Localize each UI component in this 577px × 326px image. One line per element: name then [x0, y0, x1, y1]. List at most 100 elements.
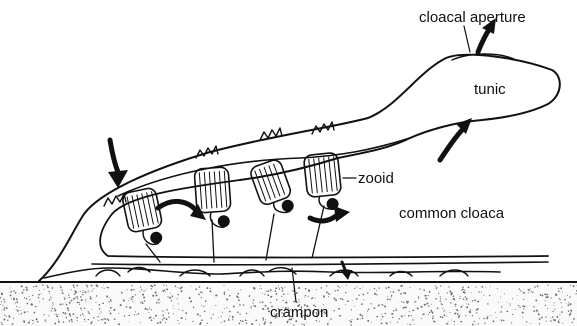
stipple-dot: [569, 303, 571, 305]
stipple-dot: [62, 312, 64, 314]
stipple-dot: [113, 309, 115, 311]
stipple-dot: [132, 301, 133, 302]
stipple-dot: [45, 321, 46, 322]
stipple-dot: [77, 320, 78, 321]
stipple-dot: [308, 290, 310, 292]
stipple-dot: [337, 289, 339, 291]
stipple-dot: [560, 287, 562, 289]
zooid: [194, 167, 232, 229]
stipple-dot: [469, 311, 471, 313]
stipple-dot: [51, 299, 52, 300]
stipple-dot: [260, 285, 261, 286]
stipple-dot: [408, 315, 410, 317]
zooids: [121, 152, 343, 249]
stipple-dot: [279, 289, 280, 290]
stipple-dot: [103, 285, 104, 286]
stipple-dot: [564, 299, 566, 301]
stipple-dot: [135, 311, 136, 312]
stipple-dot: [56, 315, 58, 317]
stipple-dot: [76, 285, 78, 287]
stipple-dot: [570, 312, 572, 314]
stipple-dot: [328, 296, 329, 297]
stipple-dot: [56, 314, 57, 315]
stipple-dot: [11, 298, 12, 299]
stipple-dot: [339, 315, 340, 316]
stipple-dot: [32, 323, 33, 324]
stipple-dot: [440, 285, 441, 286]
oral-siphons: [104, 122, 334, 206]
stipple-dot: [356, 298, 358, 300]
stipple-dot: [177, 298, 178, 299]
stipple-dot: [52, 305, 53, 306]
stipple-dot: [398, 318, 400, 320]
stipple-dot: [421, 306, 423, 308]
stipple-dot: [148, 309, 149, 310]
stipple-dot: [90, 322, 92, 324]
stipple-dot: [190, 300, 192, 302]
stipple-dot: [26, 298, 28, 300]
stipple-dot: [503, 320, 504, 321]
stipple-dot: [224, 292, 226, 294]
stipple-dot: [282, 296, 283, 297]
stipple-dot: [47, 286, 49, 288]
stipple-dot: [388, 286, 390, 288]
stipple-dot: [166, 285, 167, 286]
stipple-dot: [153, 318, 154, 319]
stipple-dot: [290, 323, 291, 324]
stipple-dot: [478, 323, 479, 324]
stipple-dot: [576, 285, 577, 286]
stipple-dot: [367, 320, 369, 322]
stipple-dot: [213, 314, 214, 315]
stipple-dot: [159, 299, 160, 300]
stipple-dot: [7, 320, 8, 321]
stipple-dot: [39, 290, 40, 291]
stipple-dot: [88, 311, 89, 312]
stipple-dot: [246, 313, 247, 314]
stipple-dot: [537, 311, 538, 312]
stipple-dot: [144, 300, 145, 301]
stipple-dot: [338, 308, 340, 310]
stipple-dot: [329, 321, 330, 322]
stipple-dot: [367, 311, 368, 312]
stipple-dot: [65, 302, 66, 303]
stipple-dot: [545, 316, 546, 317]
stipple-dot: [487, 303, 489, 305]
stipple-dot: [432, 316, 433, 317]
stipple-dot: [266, 291, 267, 292]
stipple-dot: [362, 294, 364, 296]
stipple-dot: [68, 310, 70, 312]
stipple-dot: [129, 298, 130, 299]
stipple-dot: [13, 318, 14, 319]
stipple-dot: [215, 295, 217, 297]
stipple-dot: [385, 322, 386, 323]
stipple-dot: [52, 302, 53, 303]
stipple-dot: [278, 287, 279, 288]
stipple-dot: [358, 295, 359, 296]
stipple-dot: [181, 290, 183, 292]
stipple-dot: [385, 313, 386, 314]
stipple-dot: [403, 302, 404, 303]
stipple-dot: [39, 301, 40, 302]
stipple-dot: [201, 319, 203, 321]
stipple-dot: [173, 313, 174, 314]
stipple-dot: [162, 319, 163, 320]
stipple-dot: [376, 290, 377, 291]
stipple-dot: [522, 312, 524, 314]
stipple-dot: [60, 285, 61, 286]
stipple-dot: [500, 297, 501, 298]
stipple-dot: [85, 321, 86, 322]
stipple-dot: [283, 300, 284, 301]
stipple-dot: [10, 294, 12, 296]
stipple-dot: [43, 298, 44, 299]
stipple-dot: [185, 312, 187, 314]
stipple-dot: [326, 291, 328, 293]
stipple-dot: [128, 321, 129, 322]
stipple-dot: [393, 310, 394, 311]
stipple-dot: [26, 289, 28, 291]
stipple-dot: [417, 308, 419, 310]
stipple-dot: [449, 287, 450, 288]
stipple-dot: [45, 319, 47, 321]
stipple-dot: [1, 323, 3, 325]
label-zooid: zooid: [358, 170, 394, 187]
